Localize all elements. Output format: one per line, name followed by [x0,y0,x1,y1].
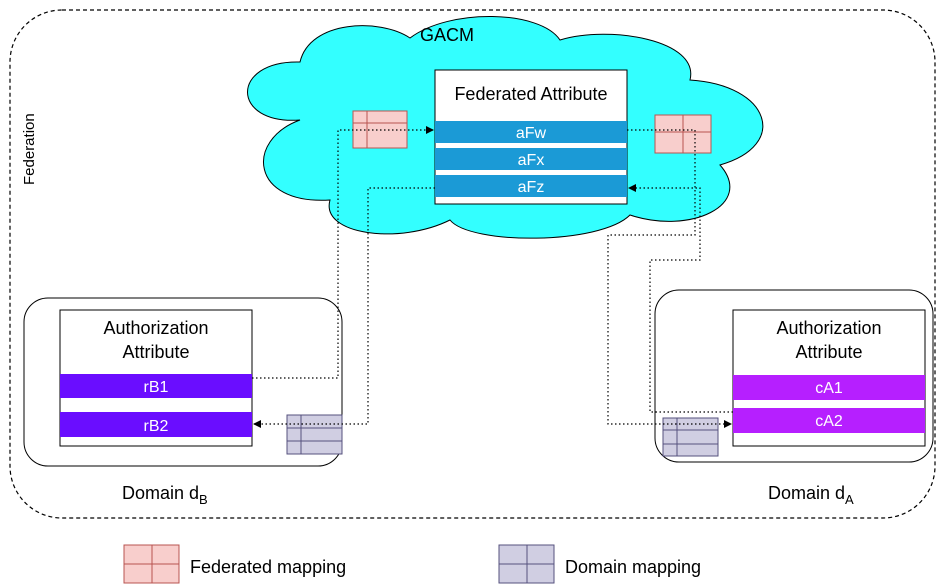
domain-mapping-legend-icon [498,544,555,584]
federated-row-label: aFw [516,125,547,142]
domain-a-table-title: Authorization [776,318,881,338]
domain-a-row-cA1 [733,375,925,400]
mapping-connectors [252,126,733,428]
federated-row-aFw [435,121,627,143]
domain-b-row-label: rB2 [144,418,169,435]
federated-row-label: aFx [518,152,545,169]
connector-aFw-to-cA2 [607,129,732,428]
legend-domain-mapping: Domain mapping [565,557,701,577]
federation-label: Federation [21,113,38,185]
federated-row-aFz [435,175,627,197]
domain-a-row-label: cA1 [815,380,843,397]
federated-mapping-icon [654,114,712,154]
domain-a-label: Domain dA [768,483,854,507]
domain-b-authorization-table: Authorization Attribute rB1 rB2 [59,309,253,447]
domain-a-label-main: Domain d [768,483,845,503]
connector-cA2-to-aFz [628,184,733,413]
connector-aFz-to-rB2 [253,187,435,428]
legend: Federated mapping Domain mapping [123,544,701,584]
domain-b-label-main: Domain d [122,483,199,503]
domain-b-row-rB2 [60,412,252,437]
domain-a-table-title: Attribute [795,342,862,362]
domain-a-label-sub: A [845,492,854,507]
gacm-label: GACM [420,25,474,45]
federation-boundary [9,9,936,519]
domain-b-table-title: Authorization [103,318,208,338]
federated-row-aFx [435,148,627,170]
domain-a-row-label: cA2 [815,413,843,430]
federated-table-title: Federated Attribute [454,84,607,104]
federated-mapping-legend-icon [123,544,180,584]
federated-row-label: aFz [518,179,545,196]
domain-b-label: Domain dB [122,483,208,507]
domain-a-authorization-table: Authorization Attribute cA1 cA2 [732,309,926,447]
legend-federated-mapping: Federated mapping [190,557,346,577]
domain-b-label-sub: B [199,492,208,507]
domain-a-row-cA2 [733,408,925,433]
connector-rB1-to-aFw [252,126,434,379]
domain-b-row-rB1 [60,374,252,398]
domain-b-row-label: rB1 [144,379,169,396]
domain-mapping-icon [286,414,343,455]
domain-b-table-title: Attribute [122,342,189,362]
federated-attribute-table: Federated Attribute aFw aFx aFz [434,69,628,205]
